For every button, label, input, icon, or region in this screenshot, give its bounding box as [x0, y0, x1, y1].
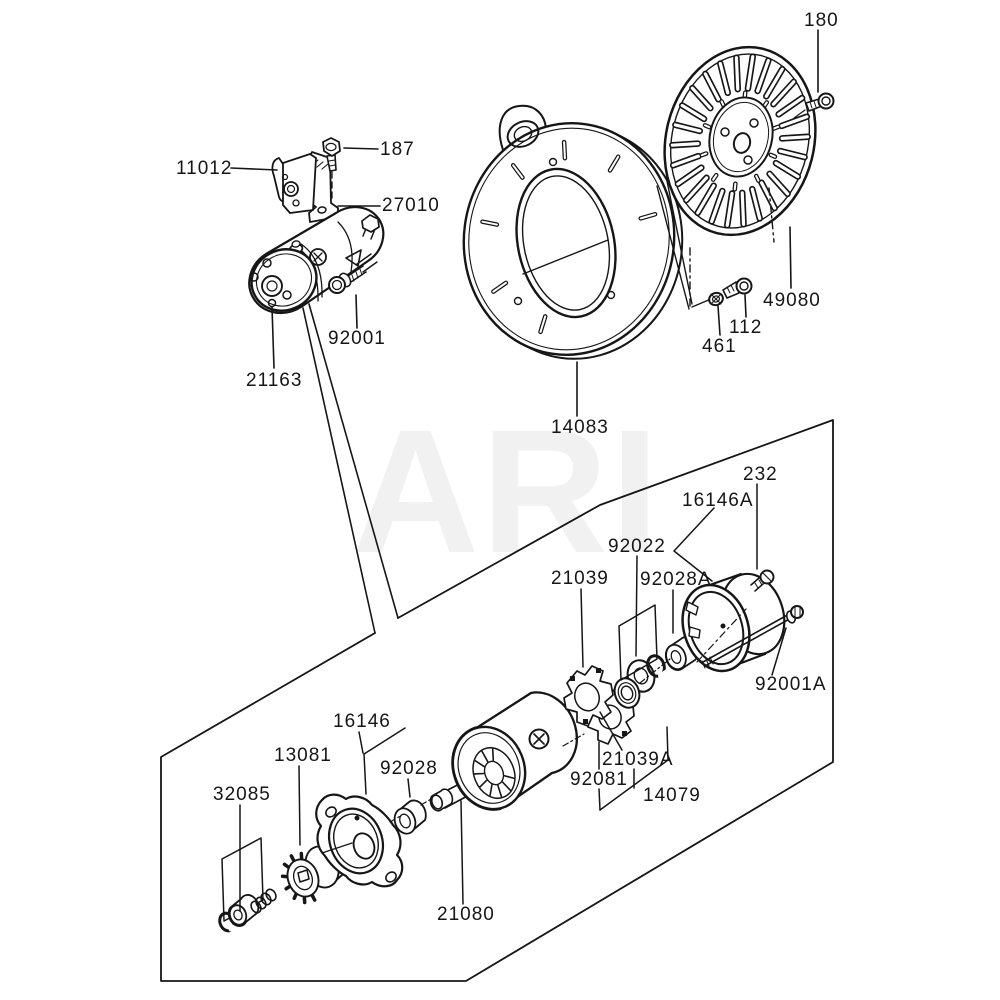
part-label-232[interactable]: 232	[743, 464, 778, 485]
part-label-461[interactable]: 461	[702, 336, 737, 357]
callout-box	[160, 419, 834, 982]
part-label-49080[interactable]: 49080	[763, 290, 821, 311]
drawing-circlip	[646, 654, 672, 679]
part-label-92028[interactable]: 92028	[380, 758, 438, 779]
drawing-bolt-187	[322, 137, 341, 203]
part-label-92081[interactable]: 92081	[570, 769, 628, 790]
part-label-14079[interactable]: 14079	[643, 785, 701, 806]
drawing-solenoid-bracket-11012	[271, 153, 317, 214]
drawing-screw-461	[708, 291, 724, 336]
drawing-bracket-plate-16146	[315, 793, 404, 888]
ring-dashes	[480, 139, 658, 335]
upper-leader-lines	[230, 147, 792, 369]
drawing-washers-92022	[613, 659, 656, 709]
part-label-92001A[interactable]: 92001A	[755, 674, 827, 695]
drawing-through-bolt-92001A	[701, 605, 804, 669]
watermark-text: ARI	[352, 394, 662, 590]
lower-leader-lines	[239, 483, 787, 912]
part-label-13081[interactable]: 13081	[274, 745, 332, 766]
drawing-starter-motor-21163	[248, 206, 385, 314]
commutator-hatch	[473, 748, 515, 798]
part-label-27010[interactable]: 27010	[382, 195, 440, 216]
part-label-92001[interactable]: 92001	[328, 328, 386, 349]
exploded-view-leader-lines	[302, 303, 399, 634]
part-label-21163[interactable]: 21163	[246, 370, 303, 391]
part-label-21039A[interactable]: 21039A	[602, 749, 674, 770]
part-label-21039[interactable]: 21039	[551, 568, 609, 589]
drawing-pinion-stop-32085	[218, 837, 277, 933]
part-label-180[interactable]: 180	[804, 10, 839, 31]
drawing-armature-21080	[429, 691, 579, 812]
part-label-32085[interactable]: 32085	[213, 784, 271, 805]
drawing-brush-holder-21039	[563, 665, 614, 727]
drawing-bolt-92001	[328, 265, 367, 294]
part-label-16146[interactable]: 16146	[333, 711, 391, 732]
fan-vanes	[669, 53, 811, 229]
part-label-112[interactable]: 112	[729, 317, 763, 338]
part-label-187[interactable]: 187	[380, 139, 415, 160]
part-label-92022[interactable]: 92022	[608, 536, 666, 557]
drawing-screw-180	[793, 29, 835, 119]
drawing-fan-screen-49080	[663, 45, 817, 237]
part-label-92028A[interactable]: 92028A	[640, 569, 712, 590]
part-label-21080[interactable]: 21080	[437, 904, 495, 925]
part-label-16146A[interactable]: 16146A	[682, 490, 754, 511]
fan-mounting-lines	[656, 180, 775, 311]
drawing-end-cover-16146A	[681, 572, 786, 673]
assembly-axis-lines	[389, 658, 671, 823]
drawing-bushing-92028	[393, 799, 427, 835]
part-label-14083[interactable]: 14083	[551, 417, 609, 438]
drawing-bolt-112	[722, 277, 753, 318]
drawing-screw-232	[750, 569, 775, 592]
part-label-11012[interactable]: 11012	[176, 158, 233, 179]
drawing-stopper-plate-14083	[462, 104, 684, 417]
